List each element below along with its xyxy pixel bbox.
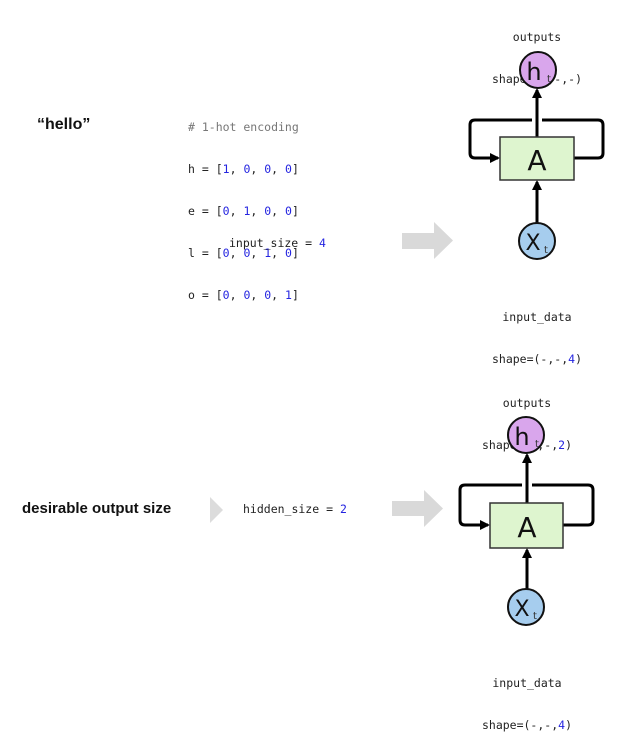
vector-value: 1 <box>285 288 292 302</box>
input-shape: shape=(-,-,4) <box>457 352 617 366</box>
encoding-char: h <box>188 162 195 176</box>
cell-box <box>499 136 575 181</box>
hidden-state-node <box>507 416 545 454</box>
encoding-row: l = [0, 0, 1, 0] <box>188 246 299 260</box>
encoding-row: h = [1, 0, 0, 0] <box>188 162 299 176</box>
cell-box <box>489 502 564 549</box>
top-rnn-cell: A h t X t <box>468 51 605 260</box>
vector-value: 0 <box>222 204 230 218</box>
vector-value: 0 <box>264 288 272 302</box>
desirable-output-size-label: desirable output size <box>22 500 172 517</box>
shape-suffix: ) <box>575 72 583 86</box>
vector-value: 0 <box>222 246 230 260</box>
output-label: outputs <box>502 396 552 410</box>
shape-value: 4 <box>568 352 576 366</box>
vector-value: 0 <box>285 246 292 260</box>
one-hot-encoding-block: # 1-hot encoding h = [1, 0, 0, 0] e = [0… <box>188 92 299 316</box>
input-node-sub: t <box>544 245 548 256</box>
hidden-node-label: h <box>514 423 529 451</box>
cell-label: A <box>527 144 546 177</box>
chevron-right-icon <box>210 497 223 523</box>
shape-suffix: ) <box>565 438 573 452</box>
input-size-param: input_size = 4 <box>229 236 326 250</box>
input-label: input_data <box>502 310 572 324</box>
gray-right-arrow <box>402 222 453 259</box>
encoding-comment: # 1-hot encoding <box>188 120 299 134</box>
encoding-row: o = [0, 0, 0, 1] <box>188 288 299 302</box>
vector-value: 1 <box>264 246 272 260</box>
shape-prefix: shape=(-,-, <box>491 352 569 366</box>
param-name: hidden_size = <box>243 502 340 516</box>
vector-value: 0 <box>243 246 251 260</box>
param-value: 4 <box>319 236 326 250</box>
shape-prefix: shape=(-,-, <box>481 718 559 732</box>
cell-label: A <box>517 511 536 544</box>
vector-value: 0 <box>222 288 230 302</box>
top-input-caption: input_data shape=(-,-,4) <box>457 282 617 380</box>
vector-value: 0 <box>264 204 272 218</box>
gray-right-arrow <box>392 490 443 527</box>
vector-value: 0 <box>285 162 292 176</box>
vector-value: 0 <box>264 162 272 176</box>
rnn-diagrams: A h t X t A h t X t <box>210 51 605 626</box>
shape-suffix: ) <box>565 718 573 732</box>
hidden-state-node <box>519 51 557 89</box>
shape-value: 2 <box>558 438 566 452</box>
vector-value: 0 <box>285 204 292 218</box>
encoding-row: e = [0, 1, 0, 0] <box>188 204 299 218</box>
output-label: outputs <box>512 30 562 44</box>
vector-value: 1 <box>243 204 251 218</box>
param-value: 2 <box>339 502 347 516</box>
vector-value: 0 <box>243 288 251 302</box>
input-shape: shape=(-,-,4) <box>447 718 607 732</box>
hidden-node-sub: t <box>535 439 539 450</box>
hidden-size-param: hidden_size = 2 <box>243 502 347 516</box>
input-node <box>518 222 556 260</box>
bottom-rnn-cell: A h t X t <box>458 416 595 626</box>
hidden-node-label: h <box>526 58 541 86</box>
encoding-char: l <box>188 246 195 260</box>
shape-value: 4 <box>558 718 566 732</box>
vector-value: 1 <box>222 162 230 176</box>
shape-value: - <box>568 72 576 86</box>
shape-suffix: ) <box>575 352 583 366</box>
input-node <box>507 588 545 626</box>
vector-value: 0 <box>243 162 251 176</box>
input-node-label: X <box>514 597 529 622</box>
encoding-char: e <box>188 204 195 218</box>
input-node-sub: t <box>533 611 537 622</box>
param-name: input_size = <box>229 236 320 250</box>
encoding-char: o <box>188 288 195 302</box>
word-label: “hello” <box>37 116 91 133</box>
input-node-label: X <box>525 231 540 256</box>
hidden-node-sub: t <box>547 74 551 85</box>
